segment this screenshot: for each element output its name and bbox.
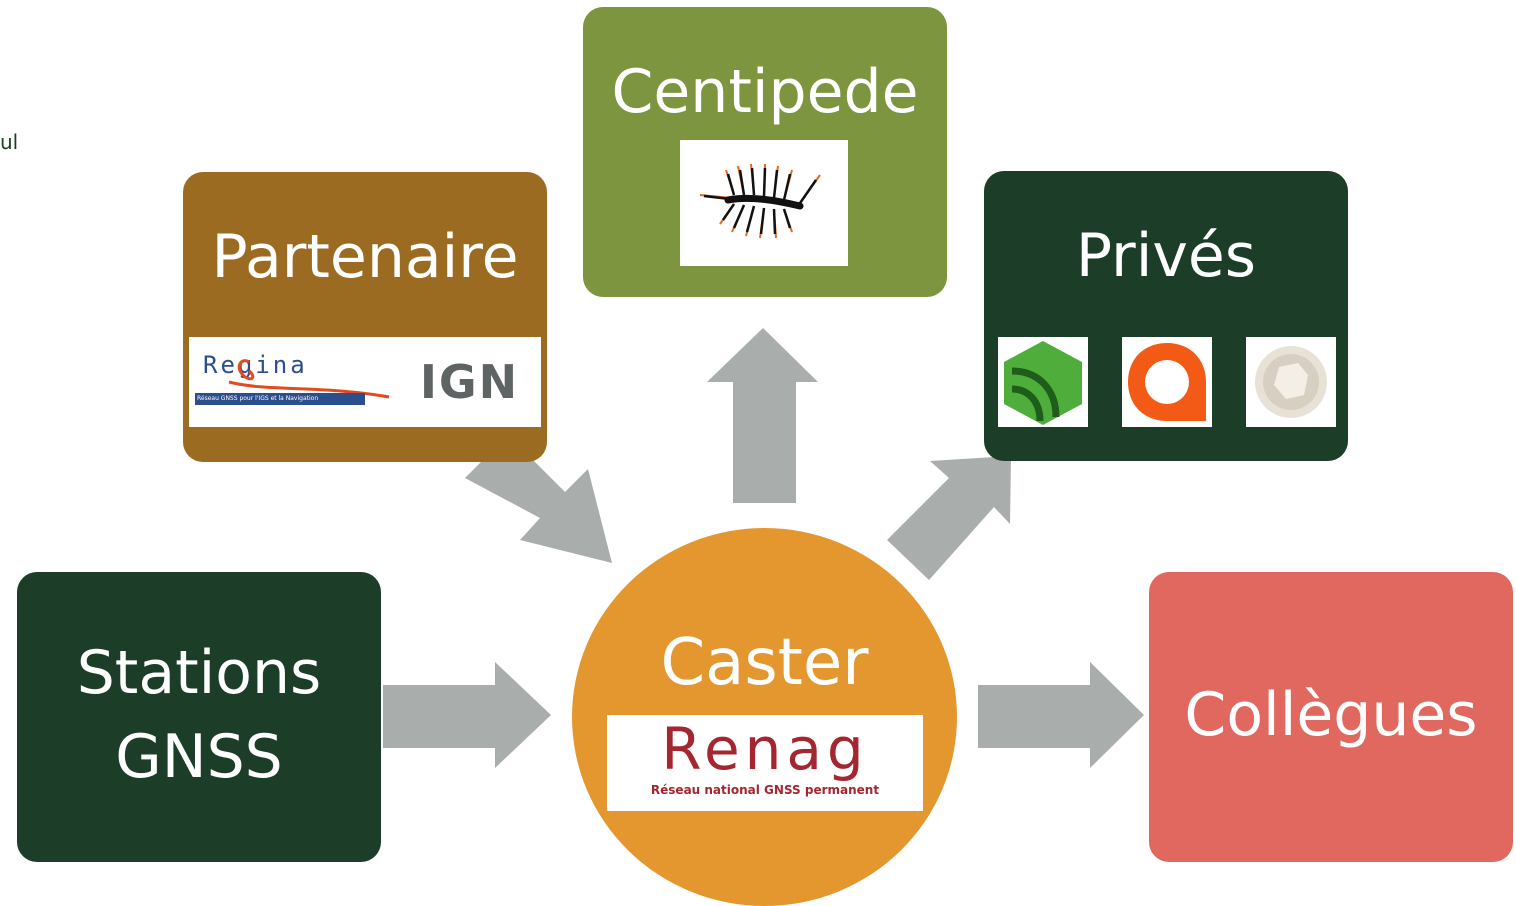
stations-gnss-node: Stations GNSS xyxy=(17,572,381,862)
renag-logo-subtitle: Réseau national GNSS permanent xyxy=(650,783,880,797)
green-hexagon-logo xyxy=(998,337,1088,427)
arrow-caster-to-prives xyxy=(887,456,1011,580)
caster-node: Caster Renag Réseau national GNSS perman… xyxy=(572,528,957,906)
ign-logo-text: IGN xyxy=(419,355,520,409)
renag-logo: Renag Réseau national GNSS permanent xyxy=(607,715,923,811)
grey-gear-map-logo xyxy=(1246,337,1336,427)
centipede-logo xyxy=(680,140,848,266)
centipede-title: Centipede xyxy=(611,57,919,127)
arrow-caster-to-collegues xyxy=(978,662,1144,768)
arrow-caster-to-centipede xyxy=(707,328,818,503)
stations-title-line2: GNSS xyxy=(115,722,283,792)
caster-title: Caster xyxy=(660,626,869,700)
collegues-title: Collègues xyxy=(1184,680,1478,750)
stray-text-fragment: ul xyxy=(0,130,19,154)
partenaire-node: Partenaire Regina Réseau GNSS pour l'IGS… xyxy=(183,172,547,462)
orange-pin-icon xyxy=(1128,343,1206,421)
grey-gear-map-icon xyxy=(1255,346,1327,418)
regina-subtitle: Réseau GNSS pour l'IGS et la Navigation xyxy=(197,395,319,402)
green-hexagon-icon xyxy=(1004,341,1082,425)
prives-node: Privés xyxy=(984,171,1348,461)
orange-pin-logo xyxy=(1122,337,1212,427)
renag-logo-text: Renag xyxy=(661,715,869,783)
arrow-partenaire-to-caster xyxy=(465,435,612,563)
collegues-node: Collègues xyxy=(1149,572,1513,862)
arrow-stations-to-caster xyxy=(383,662,551,768)
regina-swoosh-icon xyxy=(228,359,390,399)
ign-logo: IGN xyxy=(398,337,541,427)
stations-title-line1: Stations xyxy=(76,638,322,708)
regina-logo: Regina Réseau GNSS pour l'IGS et la Navi… xyxy=(189,337,398,427)
regina-subtitle-band: Réseau GNSS pour l'IGS et la Navigation xyxy=(195,393,365,405)
regina-logo-text: Regina xyxy=(203,351,308,379)
centipede-icon xyxy=(699,163,821,239)
centipede-node: Centipede xyxy=(583,7,947,297)
partenaire-title: Partenaire xyxy=(211,222,519,292)
prives-title: Privés xyxy=(1075,221,1257,291)
